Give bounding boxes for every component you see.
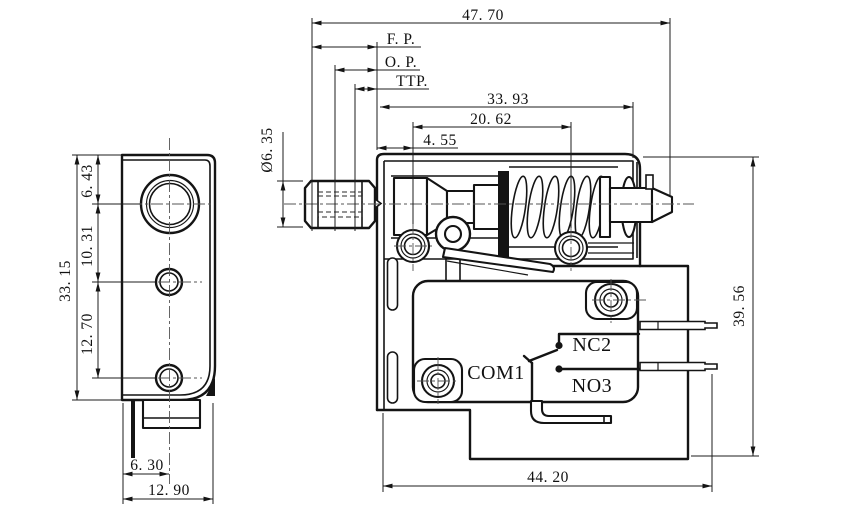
hinge-lever: [441, 246, 556, 274]
circuit-symbol: [522, 332, 641, 402]
dim-side-hole2: 10. 31: [79, 225, 96, 267]
plunger-collar: [472, 183, 502, 231]
dim-free-position: F. P.: [387, 31, 415, 48]
button-tip: [374, 197, 383, 210]
side-plate-outline: [120, 153, 217, 402]
housing-outline: [375, 152, 642, 412]
side-terminal-pin: [131, 400, 135, 458]
plunger-rod: [608, 186, 654, 224]
dim-operating-position: O. P.: [385, 54, 417, 71]
com-wire-bend: [522, 354, 534, 365]
spring-coil: [510, 175, 606, 239]
cone-stub-pin: [645, 174, 654, 190]
extension-lines: [72, 18, 759, 504]
housing-rail-clip-upper: [386, 257, 399, 311]
spring-seat-right: [598, 175, 612, 239]
side-bottom-block: [141, 398, 202, 430]
dim-base-length: 44. 20: [527, 469, 569, 486]
dim-side-overall-height: 33. 15: [57, 260, 74, 302]
front-view: COM1 NC2 NO3: [284, 152, 718, 461]
dim-side-overall-width: 12. 90: [148, 482, 190, 499]
nc-wire: [557, 332, 641, 347]
switch-lever-symbol: [527, 348, 559, 363]
dim-overall-height: 39. 56: [731, 285, 748, 327]
dim-total-travel: TTP.: [396, 73, 428, 90]
switch-boss-top-right: [584, 280, 639, 321]
dim-body-length: 33. 93: [487, 91, 529, 108]
switch-body: [411, 279, 640, 404]
terminal-pin-nc: [639, 320, 718, 331]
side-view: [120, 138, 217, 484]
hinge-lever-lower-line: [446, 260, 529, 276]
dim-hole-spacing: 20. 62: [470, 111, 512, 128]
plunger-head-block: [392, 176, 429, 237]
normally-closed-label: NC2: [572, 334, 611, 356]
side-corner-wedge: [206, 378, 215, 396]
normally-open-label: NO3: [572, 375, 612, 397]
dim-plunger-diameter: Ø6. 35: [259, 127, 276, 172]
button-outline: [303, 179, 377, 230]
terminal-pins: [639, 320, 718, 372]
back-plate-outline: [375, 264, 690, 461]
dim-side-terminal-offset: 6. 30: [130, 457, 164, 474]
side-plate-inner: [122, 159, 211, 396]
plunger-cone-tip: [650, 186, 674, 224]
side-hole-large-inner: [148, 182, 192, 226]
dimensions: 47. 70 F. P. O. P. TTP. 33. 93 20. 62 4.…: [57, 7, 759, 504]
terminal-pin-no: [639, 361, 718, 372]
common-terminal-label: COM1: [467, 362, 525, 384]
dim-overall-length: 47. 70: [462, 7, 504, 24]
dim-hole-offset: 4. 55: [423, 132, 457, 149]
dim-side-hole3: 12. 70: [79, 313, 96, 355]
actuator-button: [303, 179, 383, 230]
dim-side-hole1: 6. 43: [79, 164, 96, 198]
button-hidden-bore: [317, 191, 363, 218]
housing-rail-clip-lower: [386, 351, 399, 404]
spring-seat-left: [498, 171, 509, 258]
pivot-hole: [443, 224, 463, 244]
terminal-com-bottom: [529, 399, 613, 425]
